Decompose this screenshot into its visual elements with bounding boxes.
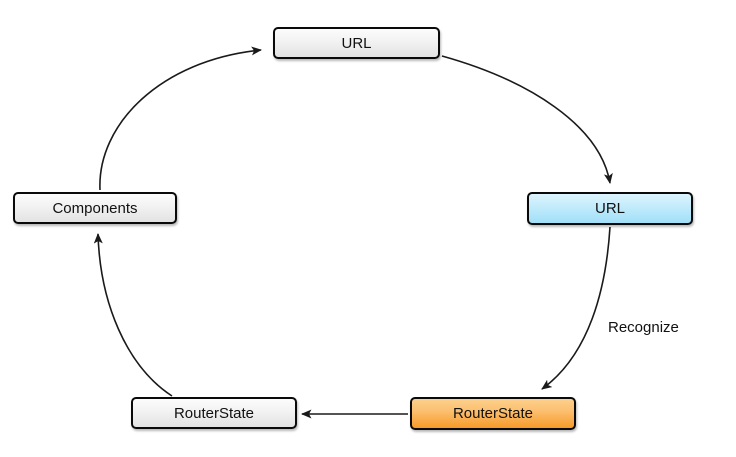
node-url-recognized: URL: [527, 192, 693, 225]
node-components: Components: [13, 192, 177, 224]
node-routerstate-new: RouterState: [410, 397, 576, 430]
edge-url-recognized-to-routerstate: [541, 226, 611, 390]
node-url-recognized-label: URL: [594, 200, 625, 217]
node-routerstate-new-label: RouterState: [452, 405, 534, 422]
node-routerstate-old: RouterState: [131, 397, 297, 429]
node-url-top-label: URL: [341, 34, 372, 52]
edge-routerstate-to-components: [93, 233, 173, 397]
node-url-top: URL: [273, 27, 440, 59]
node-components-label: Components: [52, 199, 138, 217]
edge-url-to-url-recognized: [441, 55, 613, 184]
node-routerstate-old-label: RouterState: [173, 404, 255, 422]
edge-label-recognize: Recognize: [608, 319, 679, 336]
edge-components-to-url: [99, 46, 262, 191]
